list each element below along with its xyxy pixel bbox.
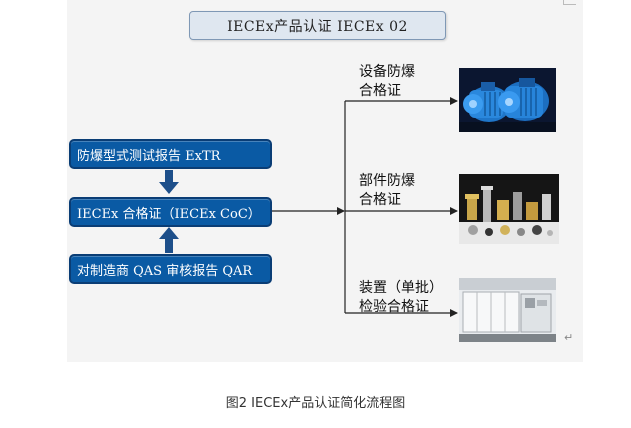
equipment-cert-line1: 设备防爆 <box>359 64 415 80</box>
arrow-extr-to-coc <box>159 170 179 194</box>
qar-box: 对制造商 QAS 审核报告 QAR <box>69 254 272 284</box>
device-image <box>459 278 556 342</box>
diagram-title: IECEx产品认证 IECEx 02 <box>189 11 446 40</box>
arrow-qar-to-coc <box>159 227 179 253</box>
motor-image <box>459 68 556 132</box>
device-cert-line2: 检验合格证 <box>359 299 429 315</box>
device-cert-line1: 装置（单批） <box>359 280 443 296</box>
corner-mark <box>563 0 576 5</box>
extr-box: 防爆型式测试报告 ExTR <box>69 139 272 169</box>
component-cert-line1: 部件防爆 <box>359 173 415 189</box>
components-image <box>459 174 559 244</box>
paragraph-return-mark: ↵ <box>564 331 574 344</box>
component-cert-label: 部件防爆 合格证 <box>359 172 415 210</box>
figure-caption: 图2 IECEx产品认证简化流程图 <box>225 396 406 411</box>
device-cert-label: 装置（单批） 检验合格证 <box>359 279 443 317</box>
component-cert-line2: 合格证 <box>359 192 401 208</box>
equipment-cert-line2: 合格证 <box>359 83 401 99</box>
coc-box: IECEx 合格证（IECEx CoC） <box>69 197 272 227</box>
equipment-cert-label: 设备防爆 合格证 <box>359 63 415 101</box>
